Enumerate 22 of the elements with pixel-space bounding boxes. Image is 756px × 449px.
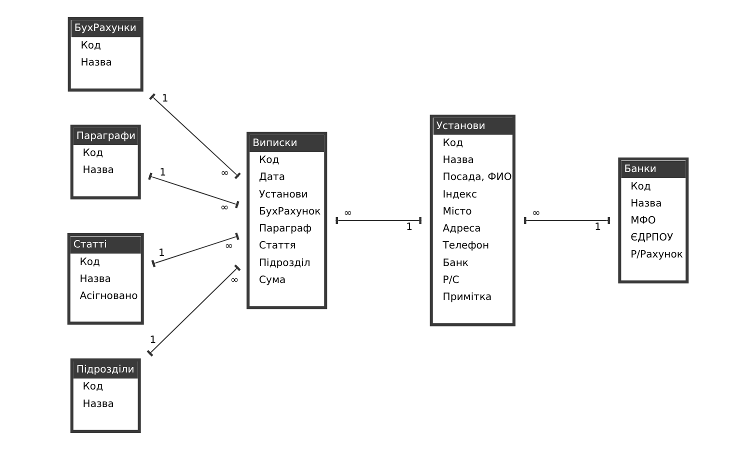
node-box: Банки Код Назва МФО ЄДРПОУ Р/Рахунок [618, 157, 689, 283]
node-box: Параграфи Код Назва [70, 124, 141, 199]
label: ∞ [220, 202, 229, 213]
label: 1 [160, 167, 166, 178]
label: 1 [162, 92, 168, 104]
connector [151, 232, 240, 267]
node-box: Підрозділи Код Назва [70, 358, 141, 432]
label: ∞ [220, 167, 229, 178]
label: ∞ [532, 207, 540, 218]
connector [149, 92, 241, 179]
label: 1 [150, 334, 156, 346]
label: 1 [406, 222, 413, 233]
label: ∞ [230, 274, 239, 286]
node-box: Статті Код Назва Асігновано [67, 232, 144, 324]
node-box: БухРахунки Код Назва [68, 16, 144, 92]
node-box: Виписки Код Дата Установи БухРахунок Параграф Стаття Підрозділ Сума [246, 131, 328, 309]
label: ∞ [224, 240, 234, 252]
label: ∞ [344, 207, 352, 218]
label: 1 [158, 248, 165, 259]
label: 1 [594, 222, 602, 233]
node-box: Установи Код Назва Посада, ФИО Індекс Місто Адреса Телефон Банк Р/С Примітка [430, 114, 516, 326]
connector [148, 172, 240, 208]
